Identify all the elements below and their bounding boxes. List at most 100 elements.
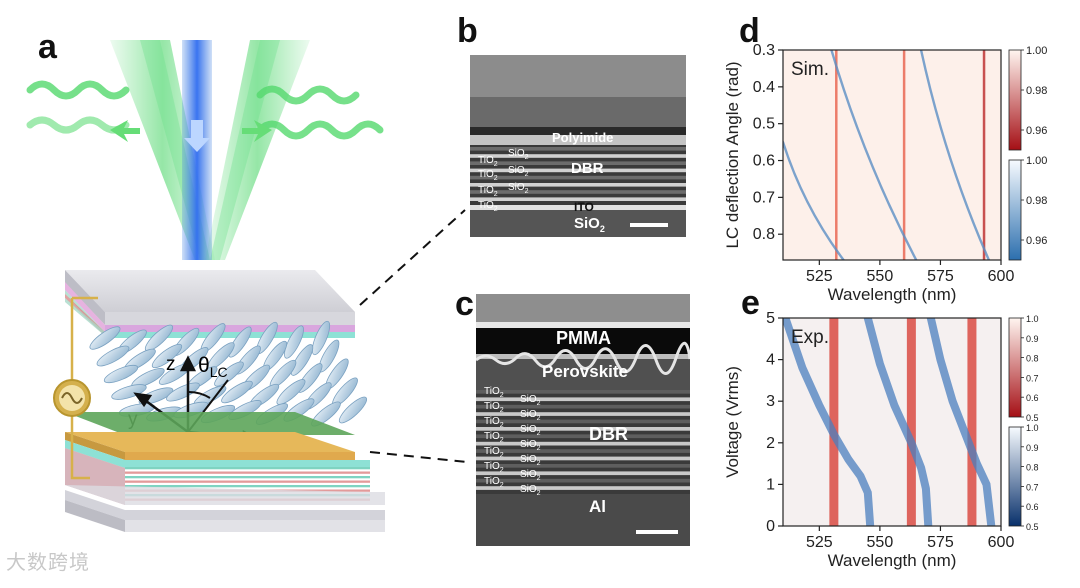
colorbar-tick-label: 0.9 [1026, 443, 1039, 453]
colorbar-tick-label: 0.6 [1026, 502, 1039, 512]
label-sio2: SiO2 [520, 484, 541, 497]
lc-molecule [221, 380, 253, 404]
x-tick-label: 575 [927, 534, 954, 551]
axis-label-z: z [166, 354, 176, 375]
label-tio2: TiO2 [484, 386, 504, 399]
colorbar-tick-label: 1.00 [1026, 45, 1047, 57]
y-tick-label: 2 [766, 435, 775, 452]
scale-bar-b [630, 223, 668, 227]
colorbar-te [1008, 426, 1022, 527]
te-mode-curve [830, 50, 918, 260]
lc-molecule [290, 344, 314, 376]
label-sio2: SiO2 [508, 148, 529, 161]
label-sio2: SiO2 [520, 454, 541, 467]
ac-source-icon [53, 296, 98, 480]
lc-molecule [96, 345, 130, 367]
label-tio2: TiO2 [484, 416, 504, 429]
colorbar-tick-label: 0.6 [1026, 393, 1039, 403]
label-ito: ITO [574, 200, 594, 214]
label-dbr-b: DBR [571, 160, 604, 177]
y-tick-label: 0.7 [753, 189, 775, 206]
plot-annotation: Exp. [791, 327, 829, 348]
colorbar-tick-label: 0.8 [1026, 354, 1039, 364]
y-tick-label: 1 [766, 476, 775, 493]
lc-molecule [214, 361, 244, 387]
x-tick-label: 600 [988, 534, 1015, 551]
x-tick-label: 575 [927, 268, 954, 285]
tm-resonance-line [829, 318, 839, 526]
colorbar-te [1008, 159, 1022, 261]
lc-molecule [166, 382, 200, 402]
panel-label-b: b [457, 12, 478, 50]
tm-resonance-line [906, 318, 916, 526]
label-tio2: TiO2 [478, 155, 498, 168]
colorbar-tick-label: 0.5 [1026, 522, 1039, 532]
panel-label-a: a [38, 28, 57, 66]
liquid-crystal-layer [89, 320, 368, 427]
bottom-stack [65, 412, 385, 532]
label-tio2: TiO2 [478, 169, 498, 182]
y-tick-label: 3 [766, 393, 775, 410]
te-mode-curve [783, 318, 875, 526]
y-axis-label: Voltage (Vrms) [723, 366, 742, 478]
lc-molecule [151, 343, 183, 369]
colorbar-tick-label: 0.5 [1026, 413, 1039, 423]
te-mode-curve [919, 50, 991, 260]
emission-waves [26, 80, 384, 140]
label-polyimide: Polyimide [552, 130, 614, 145]
y-tick-label: 5 [766, 310, 775, 327]
lc-molecule [144, 324, 174, 352]
label-dbr-c: DBR [589, 424, 628, 444]
label-sio2: SiO2 [520, 394, 541, 407]
colorbar-tick-label: 1.0 [1026, 423, 1039, 433]
te-mode-curve [863, 318, 933, 526]
tm-resonance-line [967, 318, 977, 526]
colorbar-tick-label: 0.7 [1026, 373, 1039, 383]
label-tio2: TiO2 [484, 476, 504, 489]
label-tio2: TiO2 [484, 461, 504, 474]
colorbar-tick-label: 1.0 [1026, 314, 1039, 324]
lc-molecule [103, 364, 139, 384]
colorbar-tick-label: 0.96 [1026, 125, 1047, 137]
tm-resonance-line [835, 50, 838, 260]
y-tick-label: 0.8 [753, 226, 775, 243]
scale-bar-c [636, 530, 678, 534]
lc-molecule [338, 396, 368, 424]
tm-resonance-line [902, 50, 906, 260]
label-tio2: TiO2 [484, 431, 504, 444]
tm-resonance-line [982, 50, 986, 260]
pump-beam [182, 40, 212, 260]
lc-molecule [276, 379, 306, 405]
label-sio2: SiO2 [520, 439, 541, 452]
device-schematic: z y x θLC [26, 40, 385, 532]
x-tick-label: 600 [988, 268, 1015, 285]
te-mode-curve [783, 140, 845, 260]
panel-label-c: c [455, 285, 474, 323]
label-tio2: TiO2 [478, 200, 498, 213]
lc-molecule [228, 326, 252, 358]
label-pmma: PMMA [556, 328, 611, 348]
lc-molecule [284, 325, 304, 359]
label-sio2: SiO2 [508, 165, 529, 178]
colorbar-tick-label: 1.00 [1026, 155, 1047, 167]
te-mode-curve [926, 318, 996, 526]
x-axis-label: Wavelength (nm) [828, 551, 957, 570]
arrow-left-icon [110, 120, 140, 142]
label-sio2: SiO2 [520, 409, 541, 422]
plot-frame [782, 317, 1002, 527]
lc-molecule [89, 326, 121, 350]
label-sio2: SiO2 [520, 424, 541, 437]
panel-label-d: d [739, 12, 760, 50]
panel-label-e: e [741, 284, 760, 322]
label-tio2: TiO2 [484, 446, 504, 459]
x-tick-label: 525 [806, 534, 833, 551]
zoom-connectors [359, 209, 468, 463]
angle-label: θLC [198, 354, 228, 380]
arrow-right-icon [242, 120, 272, 142]
colorbar-tick-label: 0.8 [1026, 463, 1039, 473]
plot-annotation: Sim. [791, 59, 829, 80]
